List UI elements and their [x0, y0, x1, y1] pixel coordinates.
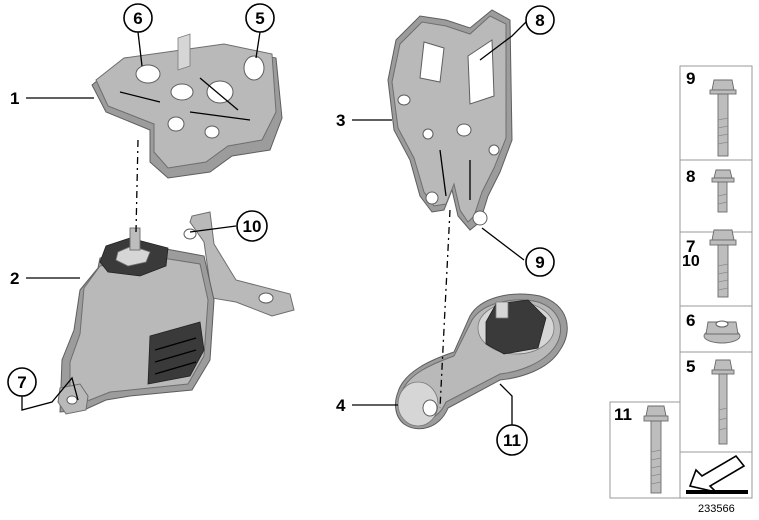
callout-6: 6 — [123, 3, 153, 33]
hardware-cell-5: 5 — [686, 357, 735, 445]
part-3-upright-bracket — [387, 9, 513, 231]
flange-nut-icon — [703, 320, 741, 344]
svg-text:9: 9 — [535, 253, 544, 272]
hardware-cell-9: 9 — [686, 69, 737, 157]
svg-text:10: 10 — [243, 217, 262, 236]
part-label-2: 2 — [10, 269, 19, 288]
part-number-labels: 1 2 3 4 — [10, 89, 346, 415]
svg-text:9: 9 — [686, 69, 695, 88]
direction-arrow-icon — [686, 454, 748, 494]
hardware-panel: 9 8 7 10 — [609, 65, 753, 499]
hardware-cell-8: 8 — [686, 167, 735, 213]
figure-reference-number: 233566 — [698, 503, 735, 515]
svg-text:10: 10 — [682, 253, 700, 270]
callout-7: 7 — [7, 367, 37, 397]
hardware-cell-6: 6 — [686, 311, 741, 344]
svg-text:7: 7 — [686, 237, 695, 256]
flange-bolt-extra-long-icon — [643, 405, 669, 494]
callout-5: 5 — [245, 3, 275, 33]
svg-text:7: 7 — [17, 373, 26, 392]
svg-text:8: 8 — [535, 11, 544, 30]
svg-text:6: 6 — [686, 311, 695, 330]
part-label-1: 1 — [10, 89, 19, 108]
svg-text:11: 11 — [614, 405, 632, 424]
svg-text:5: 5 — [255, 9, 264, 28]
callout-10: 10 — [236, 210, 268, 242]
part-1-upper-bracket — [91, 33, 283, 179]
svg-text:6: 6 — [133, 9, 142, 28]
hardware-cell-11: 11 — [614, 405, 669, 494]
flange-bolt-medium-icon — [709, 229, 737, 298]
part-label-3: 3 — [336, 111, 345, 130]
part-2-engine-mount — [57, 211, 295, 415]
flange-bolt-long-icon — [709, 79, 737, 157]
callout-11: 11 — [496, 424, 528, 456]
part-label-4: 4 — [336, 396, 346, 415]
svg-text:11: 11 — [503, 431, 521, 450]
flange-bolt-thin-icon — [711, 359, 735, 445]
part-4-torque-rod — [395, 293, 568, 430]
leader-lines — [21, 21, 527, 428]
callout-8: 8 — [525, 5, 555, 35]
hardware-cell-7-10: 7 10 — [682, 229, 737, 298]
callout-9: 9 — [525, 247, 555, 277]
flange-bolt-short-icon — [711, 169, 735, 213]
svg-text:5: 5 — [686, 357, 695, 376]
svg-text:8: 8 — [686, 167, 695, 186]
